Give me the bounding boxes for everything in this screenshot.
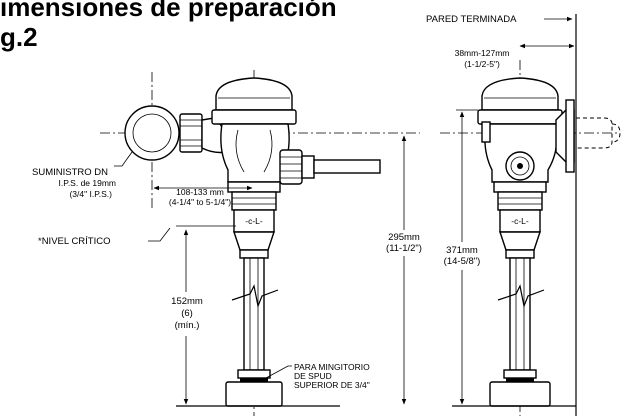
offset-label-in: (4-1/4" to 5-1/4") — [169, 197, 231, 207]
fixture-base — [225, 381, 283, 407]
wall-range-in: (1-1/2-5") — [464, 59, 500, 69]
side-tube-collar — [505, 249, 535, 259]
side-spud-gasket — [506, 378, 534, 382]
handle-end-mid — [510, 156, 530, 176]
concealed-supply — [576, 117, 613, 149]
flush-tube — [243, 257, 265, 371]
title-line-2: g.2 — [0, 22, 38, 52]
critical-height-in: (6) — [181, 308, 193, 319]
front-view: -c-L- *NIVEL CRÍTICO SUMINISTRO DN I.P.S… — [32, 70, 426, 416]
side-flush-tube — [509, 257, 531, 371]
side-view: PARED TERMINADA 38mm-127mm (1-1/2-5") — [426, 14, 621, 416]
critical-level-leader — [148, 227, 171, 242]
title-line-1: imensiones de preparación — [0, 0, 337, 22]
side-break-symbol — [497, 284, 545, 309]
supply-label-2: I.P.S. de 19mm — [59, 178, 116, 188]
critical-height-note: (mín.) — [175, 320, 200, 331]
breaker-taper — [233, 231, 275, 251]
break-symbol — [231, 284, 279, 309]
overall-height-in: (14-5/8") — [444, 256, 481, 267]
concealed-supply-end — [611, 123, 621, 143]
side-body-lug — [481, 121, 491, 143]
spud-label-1: PARA MINGITORIO — [294, 362, 370, 372]
spud-label-3: SUPERIOR DE 3/4" — [294, 380, 370, 390]
wall-escutcheon — [565, 99, 575, 173]
supply-pipe-inner — [132, 113, 172, 153]
side-spud-nut — [503, 369, 537, 379]
supply-height-in: (11-1/2") — [386, 243, 422, 254]
spud-label-2: DE SPUD — [294, 371, 332, 381]
handle-end-center — [517, 163, 523, 169]
outlet-nut — [231, 191, 277, 211]
side-breaker-taper — [499, 231, 541, 251]
supply-label-1: SUMINISTRO DN — [32, 167, 108, 178]
side-outlet-nut — [497, 191, 543, 211]
overall-height-mm: 371mm — [446, 245, 478, 256]
handle-socket — [301, 155, 315, 179]
outlet-coupling — [227, 181, 281, 193]
handle-nut — [279, 149, 303, 185]
centerline-label-front: -c-L- — [245, 216, 263, 226]
centerline-label-side: -c-L- — [511, 216, 529, 226]
supply-leader — [114, 151, 133, 167]
spud-nut — [237, 369, 271, 379]
valve-body — [220, 123, 290, 183]
handle-lever[interactable] — [313, 159, 381, 174]
spud-gasket — [240, 378, 268, 382]
supply-height-mm: 295mm — [388, 232, 420, 243]
tube-collar — [239, 249, 269, 259]
critical-level-label: *NIVEL CRÍTICO — [38, 236, 111, 247]
supply-label-3: (3/4" I.P.S.) — [69, 189, 112, 199]
critical-height-mm: 152mm — [171, 296, 203, 307]
valve-cap-band — [211, 109, 297, 125]
finished-wall-label: PARED TERMINADA — [426, 14, 517, 25]
side-valve-cap — [481, 77, 559, 111]
spud-leader — [265, 365, 292, 379]
side-outlet-coupling — [493, 181, 547, 193]
wall-range-mm: 38mm-127mm — [455, 48, 510, 58]
side-fixture-base — [489, 381, 551, 407]
offset-label-mm: 108-133 mm — [176, 187, 224, 197]
valve-cap — [215, 77, 293, 111]
